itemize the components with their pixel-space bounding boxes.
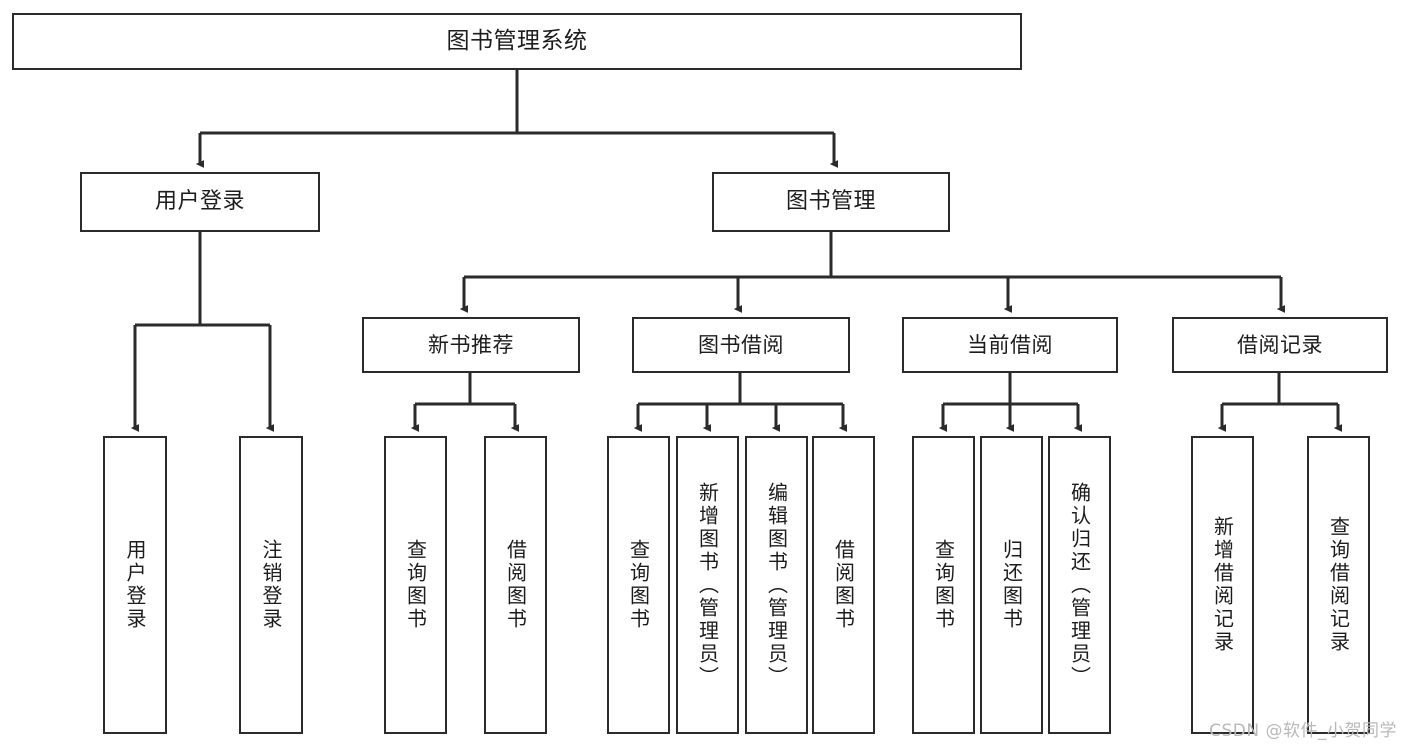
leaf-edit-book[interactable]: 编辑图书（管理员） bbox=[745, 436, 808, 734]
node-label: 查询借阅记录 bbox=[1326, 516, 1351, 654]
node-label: 图书借阅 bbox=[698, 332, 784, 357]
node-label: 新增借阅记录 bbox=[1210, 516, 1235, 654]
node-label: 借阅图书 bbox=[831, 539, 856, 631]
leaf-borrow-book-recommend[interactable]: 借阅图书 bbox=[484, 436, 547, 734]
node-current-borrow[interactable]: 当前借阅 bbox=[902, 317, 1118, 373]
node-label: 注销登录 bbox=[259, 539, 283, 631]
node-book-borrow[interactable]: 图书借阅 bbox=[632, 317, 850, 373]
node-label: 图书管理系统 bbox=[446, 27, 588, 54]
leaf-query-book-borrow[interactable]: 查询图书 bbox=[607, 436, 670, 734]
node-label: 查询图书 bbox=[931, 539, 956, 631]
node-label: 确认归还（管理员） bbox=[1067, 481, 1092, 689]
node-book-management[interactable]: 图书管理 bbox=[712, 172, 950, 232]
node-label: 归还图书 bbox=[999, 539, 1024, 631]
node-label: 用户登录 bbox=[123, 539, 147, 631]
node-label: 新书推荐 bbox=[428, 332, 514, 357]
leaf-query-book-current[interactable]: 查询图书 bbox=[912, 436, 975, 734]
node-label: 查询图书 bbox=[403, 539, 428, 631]
node-label: 编辑图书（管理员） bbox=[764, 481, 789, 689]
node-label: 新增图书（管理员） bbox=[695, 481, 720, 689]
node-new-book-recommend[interactable]: 新书推荐 bbox=[362, 317, 580, 373]
node-borrow-record[interactable]: 借阅记录 bbox=[1172, 317, 1388, 373]
node-label: 当前借阅 bbox=[967, 332, 1053, 357]
node-user-login[interactable]: 用户登录 bbox=[80, 172, 320, 232]
leaf-confirm-return[interactable]: 确认归还（管理员） bbox=[1048, 436, 1111, 734]
leaf-add-book[interactable]: 新增图书（管理员） bbox=[676, 436, 739, 734]
node-label: 借阅记录 bbox=[1237, 332, 1323, 357]
leaf-query-borrow-record[interactable]: 查询借阅记录 bbox=[1307, 436, 1370, 734]
node-label: 图书管理 bbox=[785, 189, 876, 215]
node-label: 用户登录 bbox=[154, 189, 245, 215]
node-root-system[interactable]: 图书管理系统 bbox=[12, 13, 1022, 70]
node-label: 查询图书 bbox=[626, 539, 651, 631]
leaf-add-borrow-record[interactable]: 新增借阅记录 bbox=[1191, 436, 1254, 734]
watermark-text: CSDN @软件_小贺同学 bbox=[1209, 721, 1397, 741]
leaf-return-book[interactable]: 归还图书 bbox=[980, 436, 1043, 734]
leaf-logout[interactable]: 注销登录 bbox=[239, 436, 303, 734]
leaf-borrow-book[interactable]: 借阅图书 bbox=[812, 436, 875, 734]
leaf-user-login[interactable]: 用户登录 bbox=[103, 436, 167, 734]
leaf-query-book-recommend[interactable]: 查询图书 bbox=[384, 436, 447, 734]
node-label: 借阅图书 bbox=[503, 539, 528, 631]
